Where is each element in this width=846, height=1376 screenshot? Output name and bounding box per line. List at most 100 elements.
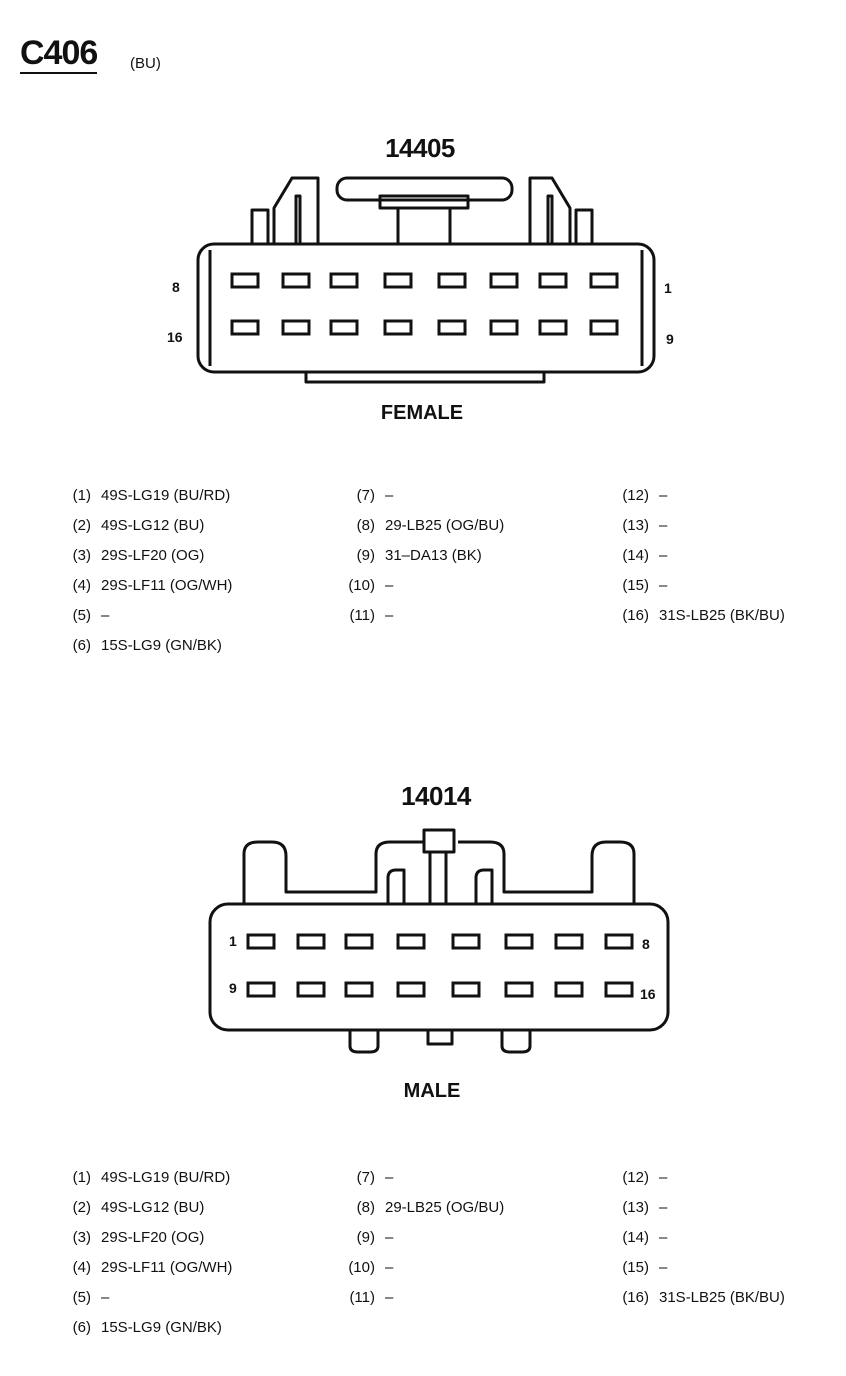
female-pin-number: (6) (72, 637, 91, 654)
female-cavity (538, 272, 568, 289)
male-pin-number: (10) (348, 1259, 375, 1276)
female-pin-number: (8) (356, 517, 375, 534)
male-pin-row: (13)– (615, 1198, 667, 1218)
female-pin-row: (2) 49S-LG12 (BU) (57, 516, 205, 536)
male-cavity (246, 981, 276, 998)
female-pin-number: (1) (72, 487, 91, 504)
male-post-right (500, 1030, 532, 1054)
male-cavity (296, 981, 326, 998)
male-pin-circuit: – (659, 1259, 668, 1276)
female-pin-circuit: 31S-LB25 (BK/BU) (659, 607, 785, 624)
female-cavity (437, 319, 467, 336)
male-pin-number: (15) (622, 1259, 649, 1276)
female-pin-circuit: 49S-LG19 (BU/RD) (101, 487, 231, 504)
female-pin-number: (9) (356, 547, 375, 564)
male-cavity (451, 981, 481, 998)
male-pin-row: (1) 49S-LG19 (BU/RD) (57, 1168, 231, 1188)
female-left-guide (272, 176, 320, 244)
male-pin-row: (3)29S-LF20 (OG) (57, 1228, 205, 1248)
female-right-guide (528, 176, 572, 244)
male-pin-row: (4)29S-LF11 (OG/WH) (57, 1258, 233, 1278)
male-pin-row: (6) 15S-LG9 (GN/BK) (57, 1318, 222, 1338)
male-pin-label-top-left: 1 (229, 933, 237, 949)
female-pin-number: (4) (72, 577, 91, 594)
female-cavity (230, 319, 260, 336)
female-part-number: 14405 (385, 133, 455, 163)
male-top-right-profile (458, 840, 636, 904)
female-pin-circuit: 49S-LG12 (BU) (101, 517, 205, 534)
male-pin-row: (14)– (615, 1228, 667, 1248)
female-pin-row: (5)– (57, 606, 110, 626)
female-pin-row: (11)– (341, 606, 393, 626)
female-pin-number: (14) (622, 547, 649, 564)
female-pin-row: (4) 29S-LF11 (OG/WH) (57, 576, 233, 596)
female-pin-row: (13)– (615, 516, 667, 536)
female-cavity (329, 319, 359, 336)
female-left-ear (250, 208, 270, 244)
connector-id: C406 (20, 34, 98, 74)
male-pin-number: (14) (622, 1229, 649, 1246)
male-pin-circuit: 15S-LG9 (GN/BK) (101, 1319, 222, 1336)
male-cavity (554, 981, 584, 998)
male-pin-circuit: 49S-LG19 (BU/RD) (101, 1169, 231, 1186)
male-pin-row: (16) 31S-LB25 (BK/BU) (615, 1288, 785, 1308)
female-pin-circuit: – (101, 607, 110, 624)
male-pin-row: (9)– (341, 1228, 394, 1248)
male-pin-circuit: 31S-LB25 (BK/BU) (659, 1289, 785, 1306)
female-pin-circuit: 29S-LF20 (OG) (101, 547, 205, 564)
female-pin-number: (5) (72, 607, 91, 624)
male-pin-circuit: – (659, 1229, 668, 1246)
female-pin-row: (12)– (615, 486, 667, 506)
male-pin-number: (9) (356, 1229, 375, 1246)
male-pin-row: (2)49S-LG12 (BU) (57, 1198, 205, 1218)
female-pin-number: (3) (72, 547, 91, 564)
male-pin-row: (15)– (615, 1258, 667, 1278)
female-pin-circuit: – (659, 517, 668, 534)
male-pin-row: (11)– (341, 1288, 393, 1308)
male-pin-row: (5)– (57, 1288, 110, 1308)
female-pin-row: (8)29-LB25 (OG/BU) (341, 516, 505, 536)
female-pin-row: (3) 29S-LF20 (OG) (57, 546, 205, 566)
female-pin-row: (1) 49S-LG19 (BU/RD) (57, 486, 231, 506)
female-pin-number: (7) (356, 487, 375, 504)
male-pin-number: (7) (356, 1169, 375, 1186)
female-pin-number: (11) (349, 607, 375, 624)
male-body (208, 902, 670, 1032)
male-label: MALE (403, 1080, 461, 1102)
female-pin-label-bottom-right: 9 (666, 331, 674, 347)
female-pin-row: (14)– (615, 546, 667, 566)
female-label: FEMALE (380, 402, 464, 424)
female-pin-row: (6)15S-LG9 (GN/BK) (57, 636, 222, 656)
female-cavity (489, 319, 519, 336)
male-pin-circuit: – (385, 1259, 394, 1276)
male-post-center (426, 1030, 454, 1046)
female-pin-number: (15) (622, 577, 649, 594)
female-cavity (437, 272, 467, 289)
male-pin-row: (10)– (341, 1258, 393, 1278)
male-pin-row: (8)29-LB25 (OG/BU) (341, 1198, 505, 1218)
male-cavity (604, 981, 634, 998)
female-latch (335, 176, 514, 202)
male-cavity (396, 933, 426, 950)
male-pin-number: (16) (622, 1289, 649, 1306)
female-cavity (538, 319, 568, 336)
female-pin-number: (2) (72, 517, 91, 534)
male-cavity (604, 933, 634, 950)
female-pin-circuit: 29S-LF11 (OG/WH) (101, 577, 233, 594)
connector-color: (BU) (130, 55, 161, 72)
female-pin-row: (15)– (615, 576, 667, 596)
male-pin-number: (5) (72, 1289, 91, 1306)
female-pin-row: (9)31–DA13 (BK) (341, 546, 482, 566)
female-pin-circuit: – (659, 547, 668, 564)
male-cavity (344, 981, 374, 998)
female-cavity (329, 272, 359, 289)
male-cavity (344, 933, 374, 950)
male-pin-number: (13) (622, 1199, 649, 1216)
female-cavity (383, 272, 413, 289)
male-pin-number: (6) (72, 1319, 91, 1336)
female-right-ear (574, 208, 594, 244)
male-pin-number: (1) (72, 1169, 91, 1186)
female-pin-row: (7)– (341, 486, 394, 506)
male-top-left-profile (242, 840, 424, 904)
